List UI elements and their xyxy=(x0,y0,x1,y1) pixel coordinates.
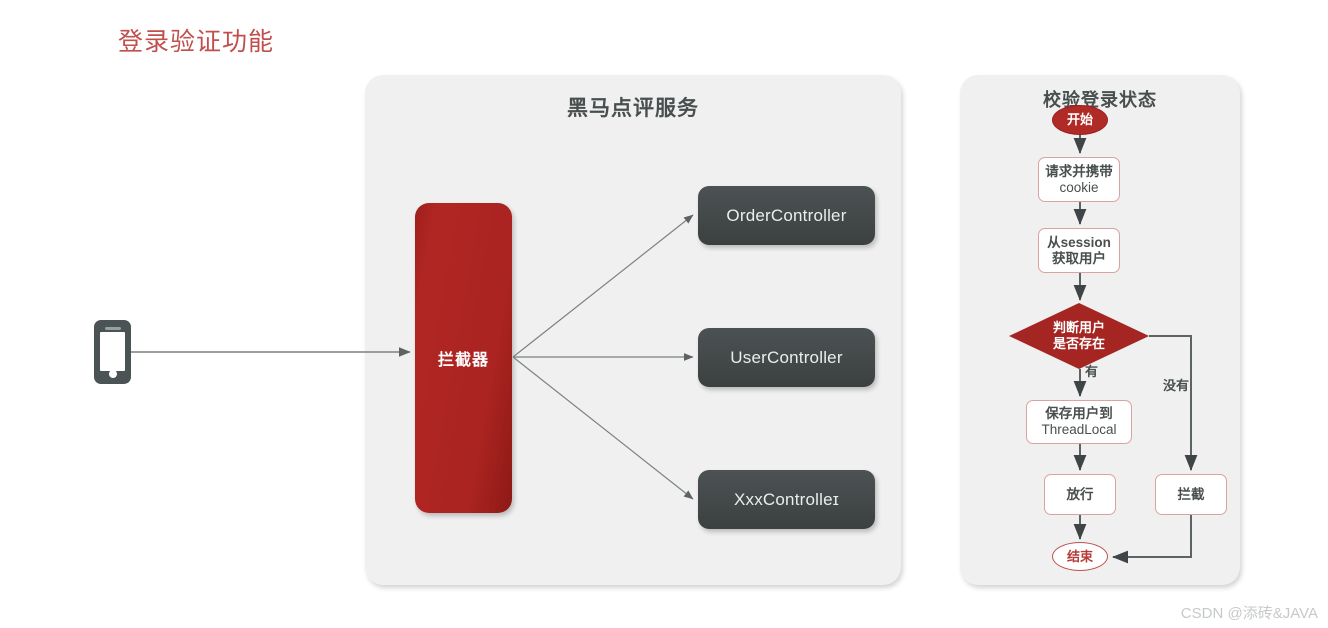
order-controller-box: OrderController xyxy=(698,186,875,245)
flow-node-save-to-threadlocal: 保存用户到 ThreadLocal xyxy=(1026,400,1132,444)
flow-panel-title: 校验登录状态 xyxy=(1043,90,1157,110)
diamond-label-line1: 判断用户 xyxy=(1052,320,1105,336)
flow-node-start: 开始 xyxy=(1052,105,1108,135)
flow-node-request-label-cn: 请求并携带 xyxy=(1045,163,1113,179)
xxx-controller-box: XxxControlleɪ xyxy=(698,470,875,529)
flow-node-save-label-en: ThreadLocal xyxy=(1041,422,1117,437)
flow-node-end-label: 结束 xyxy=(1066,548,1093,564)
flow-node-request-label-en: cookie xyxy=(1059,179,1099,195)
flow-node-block: 拦截 xyxy=(1155,474,1227,515)
flow-node-block-label: 拦截 xyxy=(1177,486,1205,502)
flow-node-start-label: 开始 xyxy=(1066,112,1093,128)
user-controller-box: UserController xyxy=(698,328,875,387)
flow-node-save-label-cn: 保存用户到 xyxy=(1045,406,1113,422)
flow-node-user-exists-decision: 判断用户 是否存在 xyxy=(1009,303,1149,369)
flow-node-session-label-line2: 获取用户 xyxy=(1052,250,1106,266)
branch-label-no: 没有 xyxy=(1163,378,1190,393)
diamond-label-wrap: 判断用户 是否存在 xyxy=(1009,303,1149,369)
interceptor-label: 拦截器 xyxy=(437,352,489,369)
flow-node-end: 结束 xyxy=(1052,542,1108,571)
user-controller-label: UserController xyxy=(730,347,843,367)
flow-node-allow-label: 放行 xyxy=(1066,486,1094,502)
csdn-watermark: CSDN @添砖&JAVA xyxy=(1180,605,1318,622)
flow-node-request-cookie: 请求并携带 cookie xyxy=(1038,157,1120,202)
flow-node-get-user-from-session: 从session 获取用户 xyxy=(1038,228,1120,273)
branch-label-yes: 有 xyxy=(1085,364,1099,379)
service-panel-title: 黑马点评服务 xyxy=(567,97,699,120)
xxx-controller-label: XxxControlleɪ xyxy=(733,489,840,509)
flow-node-session-label-line1: 从session xyxy=(1047,234,1111,250)
phone-speaker-icon xyxy=(104,327,121,330)
flow-node-allow: 放行 xyxy=(1044,474,1116,515)
phone-home-button-icon xyxy=(108,370,117,378)
interceptor-block: 拦截器 xyxy=(415,203,512,513)
diamond-label-line2: 是否存在 xyxy=(1052,336,1105,351)
page-title: 登录验证功能 xyxy=(118,28,275,56)
order-controller-label: OrderController xyxy=(726,205,847,225)
mobile-phone-icon xyxy=(94,320,131,384)
phone-screen xyxy=(100,332,125,371)
